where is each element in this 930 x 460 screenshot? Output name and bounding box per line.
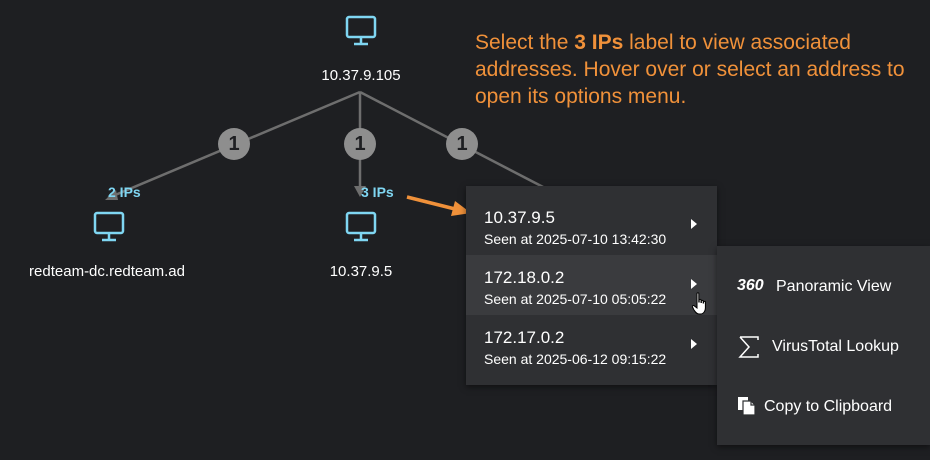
- 360-icon: 360: [737, 277, 764, 294]
- edge-count-badge: 1: [446, 128, 478, 160]
- edge-arrowhead-center: [354, 186, 366, 197]
- ip-seen-at: Seen at 2025-07-10 05:05:22: [484, 291, 667, 307]
- panoramic-view-option[interactable]: 360 Panoramic View: [717, 266, 930, 306]
- option-label: VirusTotal Lookup: [772, 338, 899, 355]
- monitor-icon[interactable]: [344, 210, 378, 244]
- ip-address: 172.18.0.2: [484, 268, 565, 287]
- edge-count-badge: 1: [344, 128, 376, 160]
- ip-menu-item[interactable]: 172.17.0.2 Seen at 2025-06-12 09:15:22: [466, 315, 717, 375]
- monitor-icon[interactable]: [344, 14, 378, 48]
- edge-arrowhead-dc: [105, 190, 118, 200]
- sigma-icon: [738, 336, 759, 358]
- instruction-highlight: 3 IPs: [574, 31, 624, 54]
- hand-cursor-icon: [692, 292, 706, 315]
- ip-address-menu: 10.37.9.5 Seen at 2025-07-10 13:42:30 17…: [466, 186, 717, 385]
- instruction-part1: Select the: [475, 31, 575, 54]
- chevron-right-icon: [691, 339, 697, 349]
- monitor-icon[interactable]: [92, 210, 126, 244]
- address-options-menu: 360 Panoramic View VirusTotal Lookup Cop…: [717, 246, 930, 445]
- node-label-dc[interactable]: redteam-dc.redteam.ad: [29, 263, 185, 280]
- ip-seen-at: Seen at 2025-07-10 13:42:30: [484, 231, 667, 247]
- instruction-text: Select the 3 IPs label to view associate…: [475, 29, 915, 110]
- edge-count-badge: 1: [218, 128, 250, 160]
- node-label-10-37-9-5[interactable]: 10.37.9.5: [329, 263, 393, 280]
- ip-address: 172.17.0.2: [484, 328, 565, 347]
- chevron-right-icon: [691, 279, 697, 289]
- option-label: Panoramic View: [776, 278, 892, 295]
- chevron-right-icon: [691, 219, 697, 229]
- root-node-label[interactable]: 10.37.9.105: [321, 67, 401, 84]
- option-label: Copy to Clipboard: [764, 398, 893, 415]
- instruction-part2: label to view associated addresses. Hove…: [475, 31, 905, 108]
- ip-address: 10.37.9.5: [484, 208, 555, 227]
- ips-label-dc[interactable]: 2 IPs: [108, 184, 141, 200]
- ip-menu-item[interactable]: 10.37.9.5 Seen at 2025-07-10 13:42:30: [466, 195, 717, 255]
- virustotal-lookup-option[interactable]: VirusTotal Lookup: [717, 326, 930, 366]
- ips-label-10-37-9-5[interactable]: 3 IPs: [361, 184, 394, 200]
- clipboard-icon: [738, 397, 756, 416]
- ip-seen-at: Seen at 2025-06-12 09:15:22: [484, 351, 667, 367]
- annotation-arrow-line: [406, 195, 456, 211]
- copy-to-clipboard-option[interactable]: Copy to Clipboard: [717, 386, 930, 426]
- ip-menu-item[interactable]: 172.18.0.2 Seen at 2025-07-10 05:05:22: [466, 255, 717, 315]
